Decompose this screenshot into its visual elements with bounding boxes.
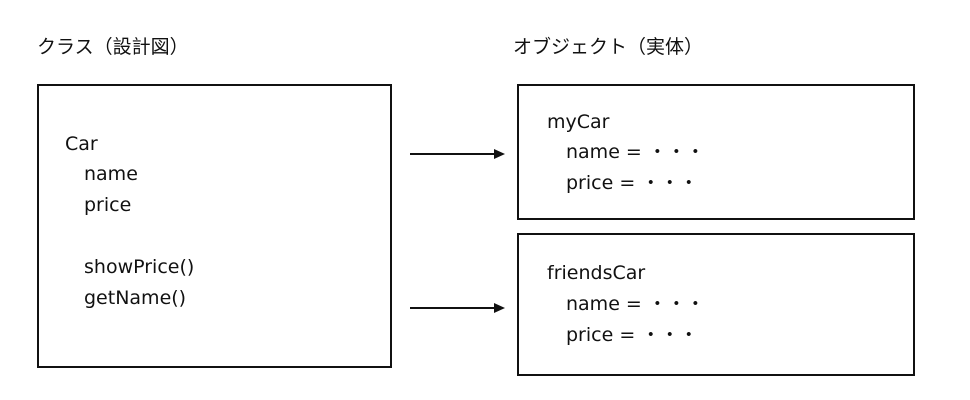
class-method: getName()	[84, 287, 187, 309]
object-box-friendscar: friendsCar name = ・・・ price = ・・・	[517, 233, 915, 376]
object-field: name = ・・・	[566, 293, 705, 315]
arrow-right-icon	[410, 149, 505, 159]
object-heading: オブジェクト（実体）	[513, 36, 704, 58]
arrow-right-icon	[410, 303, 505, 313]
class-box: Car name price showPrice() getName()	[37, 84, 392, 368]
object-name: friendsCar	[547, 262, 646, 284]
class-property: name	[84, 163, 138, 185]
class-property: price	[84, 194, 132, 216]
object-field: name = ・・・	[566, 141, 705, 163]
object-box-mycar: myCar name = ・・・ price = ・・・	[517, 84, 915, 220]
class-name: Car	[65, 133, 98, 155]
object-name: myCar	[547, 111, 610, 133]
class-method: showPrice()	[84, 256, 195, 278]
object-field: price = ・・・	[566, 172, 699, 194]
object-field: price = ・・・	[566, 324, 699, 346]
class-heading: クラス（設計図）	[37, 36, 189, 58]
